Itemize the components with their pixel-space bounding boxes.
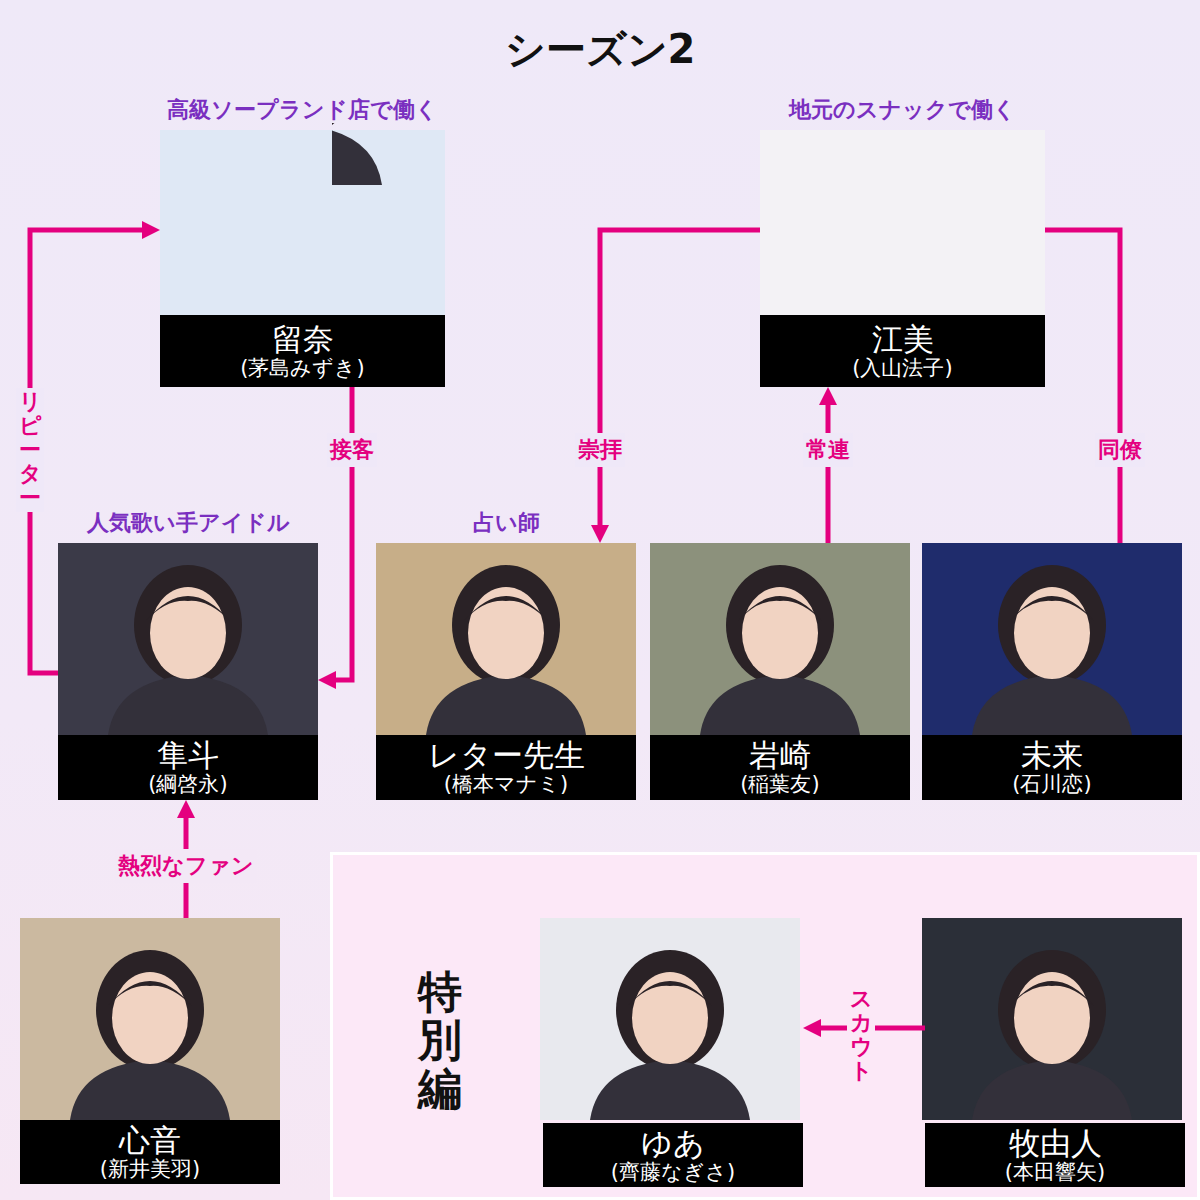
actor-name: (稲葉友) (740, 773, 819, 797)
relation-arrow (336, 387, 352, 680)
chart-title: シーズン2 (0, 22, 1200, 77)
actor-name: (石川恋) (1012, 773, 1091, 797)
actor-name: (綱啓永) (148, 773, 227, 797)
character-card: 牧由人(本田響矢) (925, 921, 1185, 1187)
role-caption: 地元のスナックで働く (789, 97, 1016, 122)
role-caption: 占い師 (473, 510, 540, 535)
character-card: 人気歌い手アイドル隼斗(綱啓永) (58, 543, 318, 800)
relation-arrow (30, 230, 142, 673)
special-section: 特別編ゆあ(齊藤なぎさ)牧由人(本田響矢) (330, 852, 1200, 1200)
character-name: 未来 (1021, 738, 1083, 773)
relation-label: リピーター (16, 388, 44, 513)
character-name: 心音 (119, 1123, 181, 1158)
character-card: ゆあ(齊藤なぎさ) (543, 921, 803, 1187)
character-card: 占い師レター先生(橋本マナミ) (376, 543, 636, 800)
relation-label: 接客 (327, 433, 377, 467)
relation-arrow (826, 405, 831, 543)
character-name: ゆあ (641, 1126, 705, 1161)
actor-name: (茅島みずき) (240, 357, 364, 381)
role-caption: 人気歌い手アイドル (87, 510, 290, 535)
character-name: 隼斗 (157, 738, 219, 773)
photo (376, 543, 636, 735)
actor-name: (齊藤なぎさ) (611, 1161, 735, 1185)
relation-arrow (600, 230, 760, 525)
photo (58, 543, 318, 735)
relation-label: 常連 (803, 433, 853, 467)
character-card: 岩崎(稲葉友) (650, 543, 910, 800)
role-caption: 高級ソープランド店で働く (167, 97, 438, 122)
photo (540, 918, 800, 1120)
character-name: 岩崎 (749, 738, 811, 773)
actor-name: (本田響矢) (1005, 1161, 1105, 1185)
character-card: 未来(石川恋) (922, 543, 1182, 800)
photo (650, 543, 910, 735)
section-title: 特別編 (418, 968, 462, 1113)
relation-label: 同僚 (1095, 433, 1145, 467)
character-card: 心音(新井美羽) (20, 918, 280, 1184)
actor-name: (新井美羽) (100, 1158, 200, 1182)
photo (922, 543, 1182, 735)
relation-label: 崇拝 (575, 433, 625, 467)
character-card: 地元のスナックで働く江美(入山法子) (760, 130, 1045, 387)
character-card: 高級ソープランド店で働く留奈(茅島みずき) (160, 130, 445, 387)
relation-line (1045, 230, 1120, 543)
character-name: レター先生 (428, 738, 585, 773)
relation-label: 熱烈なファン (115, 849, 257, 883)
character-name: 牧由人 (1009, 1126, 1102, 1161)
photo (922, 918, 1182, 1120)
character-name: 留奈 (272, 322, 334, 357)
actor-name: (橋本マナミ) (444, 773, 568, 797)
photo (160, 15, 445, 315)
special-section-fill (330, 852, 1200, 1200)
photo (20, 918, 280, 1120)
actor-name: (入山法子) (852, 357, 952, 381)
relation-label: スカウト (847, 985, 875, 1086)
character-name: 江美 (872, 322, 934, 357)
photo (760, 15, 1045, 315)
